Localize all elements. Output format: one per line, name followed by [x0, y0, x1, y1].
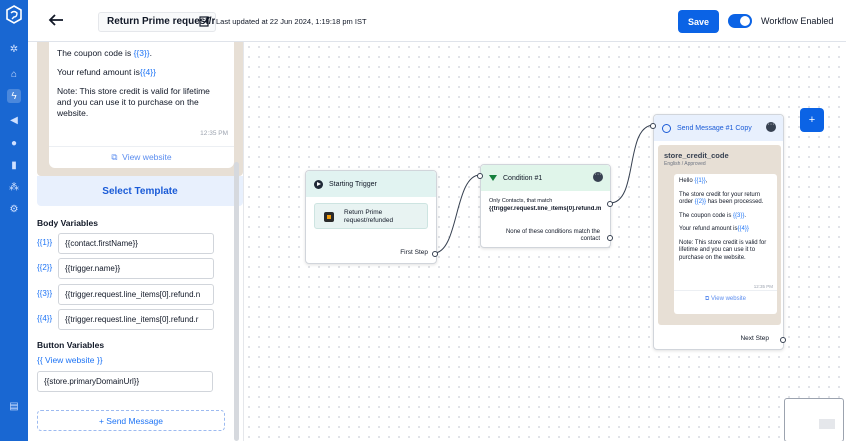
connection-wires [433, 124, 655, 254]
message-line: The coupon code is {{3}}. [679, 212, 747, 219]
edit-icon[interactable] [199, 15, 211, 27]
variable-input[interactable]: {{contact.firstName}} [58, 233, 214, 254]
whatsapp-icon [662, 123, 671, 133]
starting-trigger-node[interactable]: Starting Trigger Return Prime request/re… [305, 170, 438, 264]
book-icon[interactable]: ▤ [9, 400, 19, 412]
last-updated-text: Last updated at 22 Jun 2024, 1:19:18 pm … [216, 17, 367, 26]
trigger-event-box[interactable]: Return Prime request/refunded [314, 203, 428, 229]
preview-line: Your refund amount is{{4}} [57, 67, 156, 77]
trigger-event-label: Return Prime request/refunded [344, 209, 394, 224]
condition-node-title: Condition #1 [503, 174, 543, 182]
input-port[interactable] [477, 173, 483, 179]
play-icon [314, 179, 323, 189]
canvas-minimap[interactable] [784, 398, 844, 441]
condition-expression: {{trigger.request.line_items[0].refund.m [489, 206, 602, 212]
select-template-button[interactable]: Select Template [37, 176, 243, 206]
lightning-icon[interactable]: ϟ [7, 89, 21, 103]
back-arrow-icon[interactable] [48, 12, 64, 28]
message-timestamp: 12:35 PM [753, 284, 773, 289]
chat-icon[interactable]: ● [10, 137, 18, 149]
variable-label: {{3}} [37, 289, 53, 298]
megaphone-icon[interactable]: ◀ [10, 114, 18, 126]
first-step-label: First Step [400, 249, 428, 256]
output-port[interactable] [780, 337, 786, 343]
workflow-header: Return Prime request/refunded Last updat… [28, 0, 846, 42]
message-line: Hello {{1}}, [679, 178, 708, 184]
body-variable-row: {{1}} {{contact.firstName}} [37, 233, 243, 254]
condition-else-text: None of these conditions match the conta… [505, 229, 600, 242]
save-button[interactable]: Save [678, 10, 719, 33]
workflow-title-input[interactable]: Return Prime request/refunded [98, 12, 216, 32]
message-node-header: Send Message #1 Copy [654, 115, 783, 141]
body-variable-row: {{3}} {{trigger.request.line_items[0].re… [37, 284, 243, 305]
trigger-node-title: Starting Trigger [329, 180, 377, 188]
button-variables-title: Button Variables [37, 340, 105, 350]
variable-input[interactable]: {{trigger.request.line_items[0].refund.n [58, 284, 214, 305]
message-template-preview: store_credit_code English / Approved Hel… [664, 151, 777, 319]
send-message-node[interactable]: Send Message #1 Copy ··· store_credit_co… [650, 114, 786, 350]
body-variables-title: Body Variables [37, 218, 98, 228]
condition-match-text: Only Contacts, that match [489, 198, 553, 204]
workflow-enabled-toggle[interactable] [728, 14, 752, 28]
variable-input[interactable]: {{trigger.request.line_items[0].refund.r [58, 309, 214, 330]
variable-label: {{2}} [37, 263, 53, 272]
variable-label: {{1}} [37, 238, 53, 247]
users-icon[interactable]: ⁂ [9, 181, 19, 193]
preview-view-website-link[interactable]: ⧉ View website [49, 146, 234, 163]
left-nav-rail: ✲ ⌂ ϟ ◀ ● ▮ ⁂ ⚙ ▤ [0, 0, 28, 441]
variable-label: {{4}} [37, 314, 53, 323]
else-output-port[interactable] [607, 235, 613, 241]
match-output-port[interactable] [607, 201, 613, 207]
button-variable-input[interactable]: {{store.primaryDomainUrl}} [37, 371, 213, 392]
output-port[interactable] [432, 251, 438, 257]
add-send-message-button[interactable]: + Send Message [37, 410, 225, 431]
message-line: Note: This store credit is valid for lif… [679, 239, 767, 261]
external-link-icon: ⧉ [705, 296, 710, 302]
panel-scrollbar[interactable] [234, 162, 239, 441]
message-node-title: Send Message #1 Copy [677, 124, 752, 132]
preview-line: The coupon code is {{3}}. [57, 48, 153, 58]
message-view-website-link[interactable]: ⧉ View website [674, 290, 777, 304]
template-name: store_credit_code [664, 151, 729, 160]
workflow-canvas[interactable]: Starting Trigger Return Prime request/re… [244, 42, 846, 441]
logo-icon[interactable] [4, 4, 24, 26]
send-message-config-panel: The coupon code is {{3}}. Your refund am… [28, 42, 244, 441]
crosshair-icon[interactable]: ✲ [9, 43, 19, 55]
button-variable-label: {{ View website }} [37, 355, 103, 365]
more-options-icon[interactable]: ··· [593, 171, 603, 182]
template-preview-bubble: The coupon code is {{3}}. Your refund am… [49, 42, 234, 168]
message-preview-bubble: Hello {{1}}, The store credit for your r… [674, 174, 777, 314]
body-variable-row: {{2}} {{trigger.name}} [37, 258, 243, 279]
preview-timestamp: 12:35 PM [200, 130, 228, 137]
condition-node-header: Condition #1 [481, 165, 610, 191]
input-port[interactable] [650, 123, 656, 129]
bar-chart-icon[interactable]: ▮ [11, 159, 17, 171]
template-language-status: English / Approved [664, 161, 706, 167]
message-line: Your refund amount is{{4}} [679, 226, 749, 232]
filter-icon [489, 175, 497, 181]
condition-node[interactable]: Condition #1 ··· Only Contacts, that mat… [477, 164, 613, 248]
settings-icon[interactable]: ⚙ [9, 203, 19, 215]
workflow-enabled-label: Workflow Enabled [761, 16, 834, 26]
external-link-icon: ⧉ [111, 152, 118, 162]
variable-input[interactable]: {{trigger.name}} [58, 258, 214, 279]
next-step-label: Next Step [740, 335, 769, 342]
more-options-icon[interactable]: ··· [766, 121, 776, 132]
home-icon[interactable]: ⌂ [10, 68, 18, 80]
return-prime-app-icon [324, 212, 334, 222]
body-variable-row: {{4}} {{trigger.request.line_items[0].re… [37, 309, 243, 330]
trigger-node-header: Starting Trigger [306, 171, 436, 197]
add-node-button[interactable]: + [800, 108, 824, 132]
preview-note: Note: This store credit is valid for lif… [57, 86, 210, 118]
message-line: The store credit for your return order {… [679, 191, 764, 206]
